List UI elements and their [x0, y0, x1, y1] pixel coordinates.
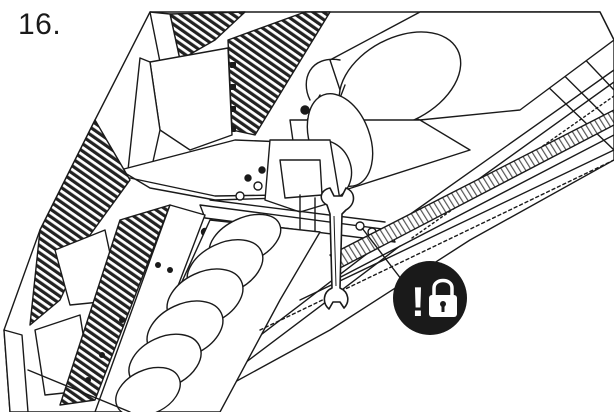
lower-coil-strip — [59, 204, 171, 406]
open-end-wrench-icon — [320, 187, 355, 310]
lower-coil-left — [29, 119, 131, 326]
warning-glyph: ! — [411, 278, 425, 325]
exclamation-lock-icon: ! — [393, 261, 467, 335]
housing-front-lip — [3, 329, 29, 412]
mounting-bracket — [199, 166, 396, 243]
fan-drum-lower — [115, 213, 321, 412]
step-number: 16. — [18, 8, 62, 41]
padlock-icon — [429, 278, 457, 317]
